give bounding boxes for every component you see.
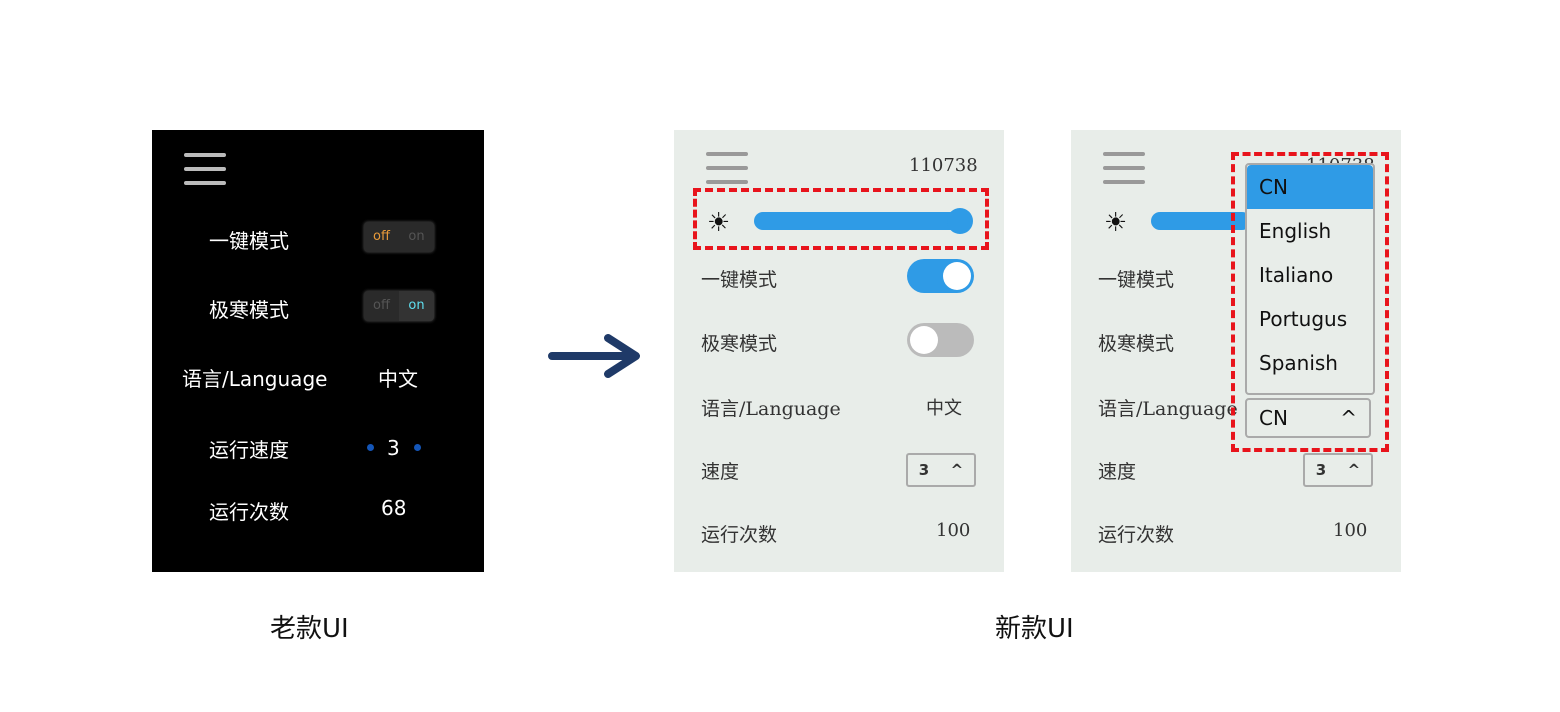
speed-label: 速度: [701, 461, 740, 483]
language-label: 语言/Language: [701, 398, 841, 420]
run-count-value: 100: [936, 520, 971, 541]
arrow-right-icon: [548, 334, 640, 378]
slider-thumb[interactable]: [947, 208, 973, 234]
one-key-mode-label: 一键模式: [209, 229, 289, 253]
run-count-label: 运行次数: [209, 500, 289, 524]
brightness-icon: ☀: [1104, 208, 1128, 238]
one-key-mode-label: 一键模式: [1098, 269, 1175, 291]
one-key-mode-label: 一键模式: [701, 269, 778, 291]
selected-language: CN: [1259, 406, 1288, 430]
option-italiano[interactable]: Italiano: [1259, 263, 1334, 287]
language-label: 语言/Language: [182, 367, 328, 391]
speed-stepper[interactable]: 3^: [1303, 453, 1373, 487]
extreme-cold-mode-toggle[interactable]: [907, 323, 974, 357]
menu-icon[interactable]: [706, 152, 748, 194]
run-count-label: 运行次数: [701, 524, 778, 546]
new-ui-panel: 110738 ☀ 一键模式 极寒模式 语言/Language 中文 速度 3^ …: [674, 130, 1004, 572]
old-ui-caption: 老款UI: [270, 614, 349, 644]
option-english[interactable]: English: [1259, 219, 1332, 243]
extreme-cold-mode-label: 极寒模式: [209, 298, 289, 322]
run-speed-label: 运行速度: [209, 438, 289, 462]
device-id: 110738: [909, 155, 978, 176]
one-key-mode-switch[interactable]: off on: [364, 222, 434, 252]
new-ui-caption: 新款UI: [995, 614, 1074, 644]
extreme-cold-mode-label: 极寒模式: [1098, 333, 1175, 355]
on-label: on: [408, 229, 425, 244]
decrease-dot-icon[interactable]: [367, 444, 374, 451]
option-spanish[interactable]: Spanish: [1259, 351, 1338, 375]
language-select[interactable]: CN ^: [1245, 398, 1371, 438]
brightness-icon: ☀: [707, 208, 731, 238]
run-count-label: 运行次数: [1098, 524, 1175, 546]
off-label: off: [373, 229, 390, 244]
run-count-value: 68: [381, 496, 407, 520]
brightness-slider[interactable]: [1151, 212, 1251, 230]
highlight-box: [693, 188, 989, 250]
menu-icon[interactable]: [184, 153, 226, 195]
speed-label: 速度: [1098, 461, 1137, 483]
brightness-slider[interactable]: [754, 208, 973, 234]
chevron-up-icon[interactable]: ^: [1347, 461, 1361, 479]
run-speed-value: 3: [387, 436, 400, 460]
highlight-box: [1231, 152, 1389, 452]
language-dropdown-menu: CN English Italiano Portugus Spanish: [1245, 163, 1375, 395]
chevron-up-icon[interactable]: ^: [950, 461, 964, 479]
increase-dot-icon[interactable]: [414, 444, 421, 451]
language-label: 语言/Language: [1098, 398, 1238, 420]
option-portugus[interactable]: Portugus: [1259, 307, 1348, 331]
on-label: on: [399, 291, 434, 321]
run-count-value: 100: [1333, 520, 1368, 541]
language-value[interactable]: 中文: [926, 398, 962, 419]
option-cn[interactable]: CN: [1247, 165, 1373, 209]
one-key-mode-toggle[interactable]: [907, 259, 974, 293]
chevron-up-icon[interactable]: ^: [1340, 406, 1357, 430]
speed-value: 3: [1315, 461, 1327, 479]
speed-stepper[interactable]: 3^: [906, 453, 976, 487]
new-ui-panel-dropdown: 110738 ☀ 一键模式 极寒模式 语言/Language 速度 3^ 运行次…: [1071, 130, 1401, 572]
speed-value: 3: [918, 461, 930, 479]
language-value[interactable]: 中文: [378, 367, 418, 391]
extreme-cold-mode-label: 极寒模式: [701, 333, 778, 355]
off-label: off: [373, 298, 390, 313]
menu-icon[interactable]: [1103, 152, 1145, 194]
